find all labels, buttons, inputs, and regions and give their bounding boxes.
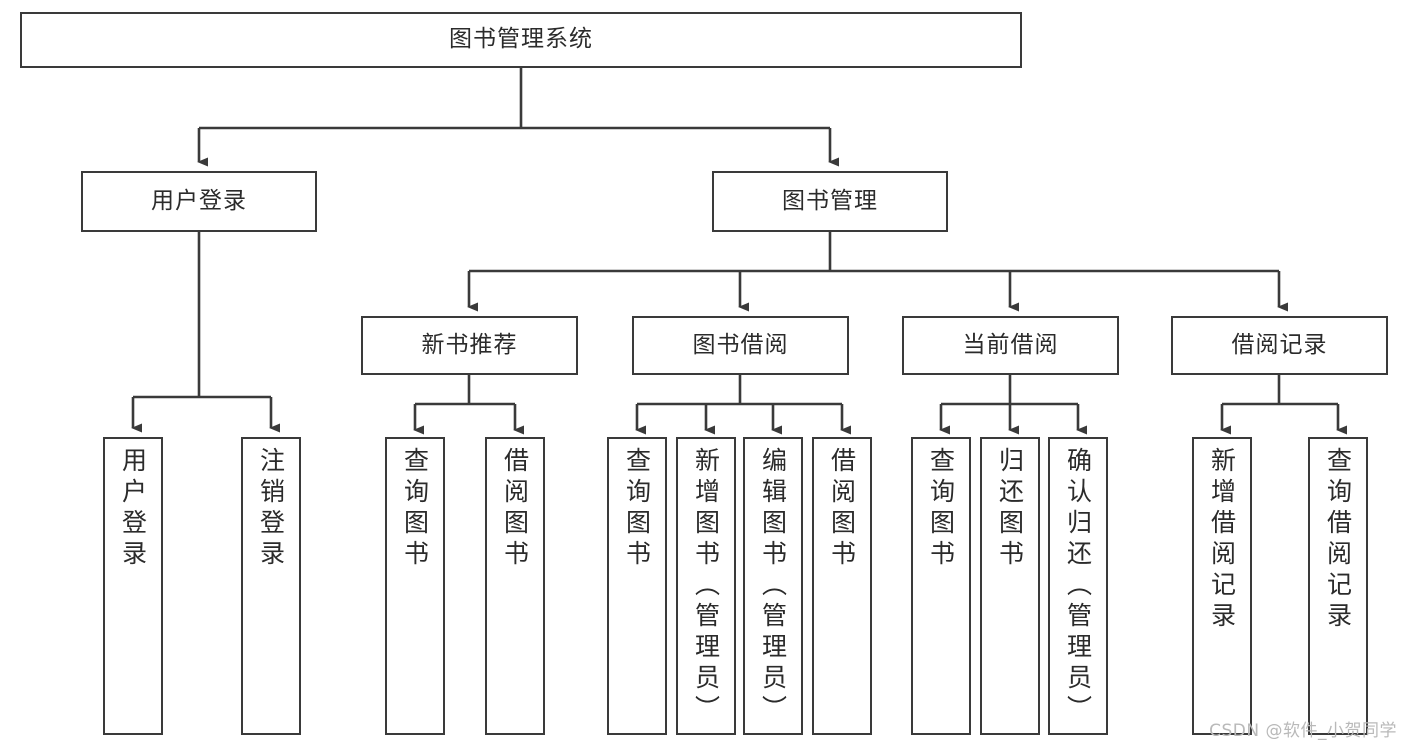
node-label: 编辑图书（管理员） — [758, 447, 788, 726]
node-new-book-recommendation[interactable]: 新书推荐 — [361, 316, 578, 375]
node-book-management[interactable]: 图书管理 — [712, 171, 948, 232]
leaf-borrow-add-book-admin[interactable]: 新增图书（管理员） — [676, 437, 736, 735]
node-label: 借阅图书 — [500, 447, 530, 571]
leaf-newbook-query-books[interactable]: 查询图书 — [385, 437, 445, 735]
leaf-record-query-borrow-record[interactable]: 查询借阅记录 — [1308, 437, 1368, 735]
node-borrowing-records[interactable]: 借阅记录 — [1171, 316, 1388, 375]
leaf-current-query-books[interactable]: 查询图书 — [911, 437, 971, 735]
leaf-newbook-borrow-books[interactable]: 借阅图书 — [485, 437, 545, 735]
node-label: 查询图书 — [400, 447, 430, 571]
node-label: 注销登录 — [256, 447, 286, 571]
leaf-current-confirm-return-admin[interactable]: 确认归还（管理员） — [1048, 437, 1108, 735]
node-label: 确认归还（管理员） — [1063, 447, 1093, 726]
leaf-logout[interactable]: 注销登录 — [241, 437, 301, 735]
leaf-borrow-lend-books[interactable]: 借阅图书 — [812, 437, 872, 735]
node-label: 新书推荐 — [421, 331, 518, 358]
node-label: 借阅图书 — [827, 447, 857, 571]
node-label: 归还图书 — [995, 447, 1025, 571]
node-label: 查询借阅记录 — [1323, 447, 1353, 633]
leaf-current-return-books[interactable]: 归还图书 — [980, 437, 1040, 735]
node-root-book-management-system[interactable]: 图书管理系统 — [20, 12, 1022, 68]
node-label: 查询图书 — [622, 447, 652, 571]
leaf-user-login[interactable]: 用户登录 — [103, 437, 163, 735]
node-book-borrowing[interactable]: 图书借阅 — [632, 316, 849, 375]
node-user-login[interactable]: 用户登录 — [81, 171, 317, 232]
node-label: 图书管理 — [782, 187, 878, 214]
node-label: 图书管理系统 — [449, 26, 593, 53]
node-label: 新增借阅记录 — [1207, 447, 1237, 633]
node-label: 查询图书 — [926, 447, 956, 571]
watermark-text: CSDN @软件_小贺同学 — [1209, 721, 1397, 741]
node-current-borrowing[interactable]: 当前借阅 — [902, 316, 1119, 375]
node-label: 用户登录 — [118, 447, 148, 571]
leaf-record-add-borrow-record[interactable]: 新增借阅记录 — [1192, 437, 1252, 735]
leaf-borrow-query-books[interactable]: 查询图书 — [607, 437, 667, 735]
node-label: 用户登录 — [151, 187, 247, 214]
node-label: 当前借阅 — [962, 331, 1059, 358]
node-label: 借阅记录 — [1231, 331, 1328, 358]
node-label: 新增图书（管理员） — [691, 447, 721, 726]
leaf-borrow-edit-book-admin[interactable]: 编辑图书（管理员） — [743, 437, 803, 735]
node-label: 图书借阅 — [692, 331, 789, 358]
